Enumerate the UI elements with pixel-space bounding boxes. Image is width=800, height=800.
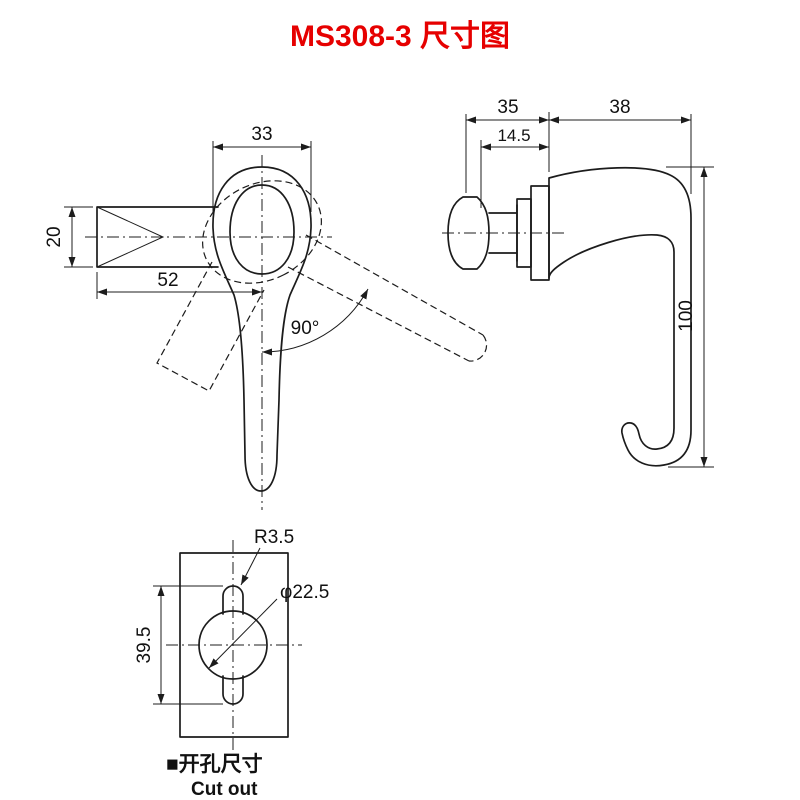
ext-lines-395 [153, 585, 223, 705]
dim-33-label: 33 [251, 124, 272, 145]
dim-52-label: 52 [157, 270, 178, 291]
leader-dia225 [208, 598, 278, 669]
shaft-outline [96, 206, 219, 268]
rotated-handle-edge-top [305, 234, 484, 336]
rotated-shaft-dashed [156, 261, 265, 392]
side-view: 35 14.5 38 100 [442, 97, 714, 468]
cutout-top-notch [222, 585, 244, 615]
rotation-angle-label: 90° [291, 318, 320, 339]
dim-r35-label: R3.5 [254, 527, 294, 548]
dim-dia225-label: φ22.5 [280, 582, 329, 603]
dim-395-label: 39.5 [134, 627, 155, 664]
cutout-caption-cn: ■开孔尺寸 [166, 752, 263, 776]
cutout-caption-en: Cut out [191, 779, 258, 800]
handle-front-outline [212, 166, 312, 492]
rotated-handle-tip [468, 334, 488, 362]
cutout-hole-circle [198, 610, 268, 680]
front-view: 90° 33 20 52 [44, 124, 488, 510]
dim-35-label: 35 [497, 97, 518, 118]
ext-lines-35 [465, 112, 550, 193]
shaft-taper-lines [96, 206, 165, 268]
cutout-view: R3.5 φ22.5 39.5 ■开孔尺寸 Cut out [134, 527, 329, 800]
dim-38-label: 38 [609, 97, 630, 118]
knob-inner-oval [229, 184, 295, 275]
dim-145-label: 14.5 [497, 126, 530, 145]
rotated-handle-edge-bottom [287, 266, 470, 362]
ext-lines-33 [212, 141, 312, 212]
page-title: MS308-3 尺寸图 [290, 20, 510, 53]
rotation-arc [261, 288, 369, 356]
cutout-bottom-notch [222, 675, 244, 705]
handle-side-outline [548, 166, 692, 467]
dim-100-label: 100 [676, 300, 697, 332]
dim-20-label: 20 [44, 226, 65, 247]
grip-side-outline [447, 196, 490, 270]
rotated-knob-dashed [202, 180, 322, 284]
leader-r35 [240, 547, 261, 586]
